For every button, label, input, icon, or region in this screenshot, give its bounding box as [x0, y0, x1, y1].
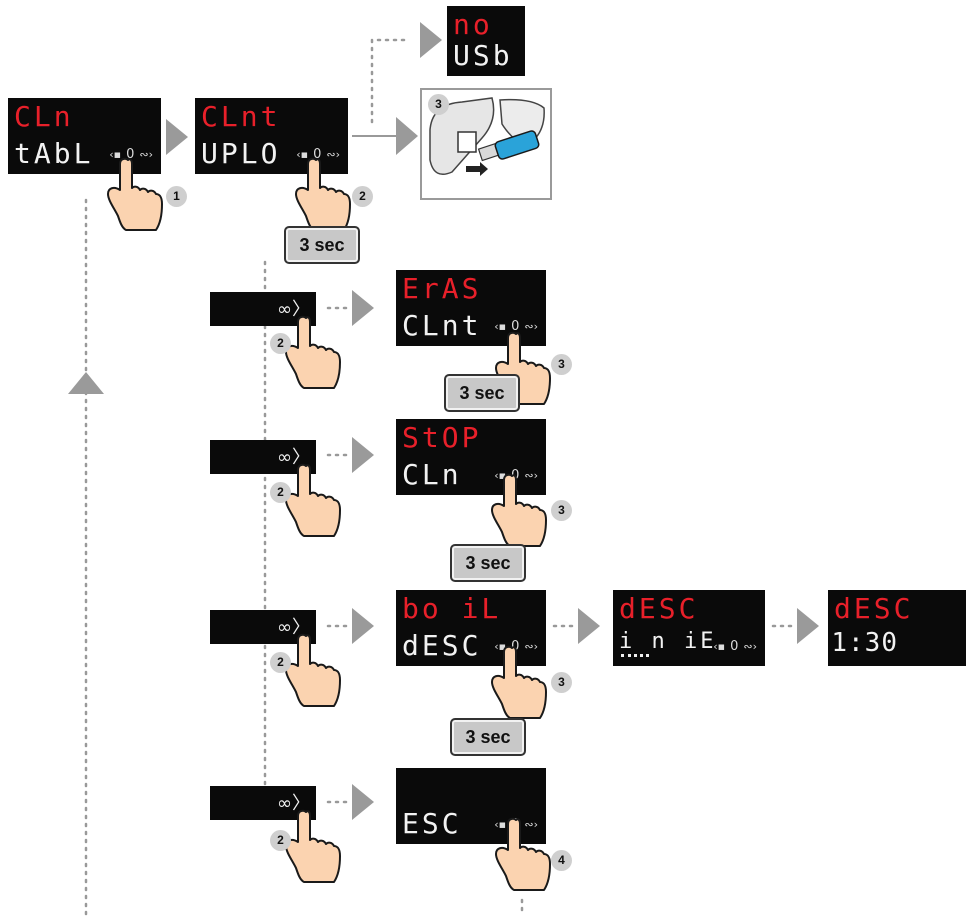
display-bottom-text: ESC — [402, 807, 462, 840]
up-arrow-icon — [68, 372, 104, 394]
zero-button[interactable]: 0 — [511, 639, 520, 654]
display-bottom-text: dESC — [402, 629, 482, 662]
infinity-icon: ∞〉 — [277, 299, 310, 320]
right-control-icon[interactable]: ∾› — [743, 640, 757, 653]
display-desc-time: dESC 1:30 — [828, 590, 966, 666]
display-top-text: CLn — [14, 100, 74, 133]
time-readout: 1:30 — [831, 628, 898, 658]
step-badge: 3 — [551, 500, 572, 521]
pointing-hand-icon — [285, 633, 341, 707]
display-top-text: bo iL — [402, 592, 502, 625]
arrow-icon — [352, 437, 374, 473]
step-badge: 3 — [551, 672, 572, 693]
display-bottom-text: UPLO — [201, 137, 281, 170]
infinity-icon: ∞〉 — [277, 793, 310, 814]
right-control-icon[interactable]: ∾› — [326, 148, 340, 161]
display-top-text: ErAS — [402, 272, 482, 305]
pointing-hand-icon — [285, 315, 341, 389]
display-bottom-text: CLnt — [402, 309, 482, 342]
arrow-icon — [166, 119, 188, 155]
left-control-icon[interactable]: ‹▪ — [494, 469, 507, 482]
step-badge: 2 — [270, 482, 291, 503]
step-badge: 1 — [166, 186, 187, 207]
pointing-hand-icon — [295, 157, 351, 231]
zero-button[interactable]: 0 — [126, 147, 135, 162]
display-boil-desc: bo iL dESC ‹▪ 0 ∾› — [396, 590, 546, 666]
display-controls: ‹▪ 0 ∾› — [109, 147, 153, 162]
hold-3sec-label: 3 sec — [444, 374, 520, 412]
arrow-icon — [578, 608, 600, 644]
display-top-text: dESC — [619, 592, 699, 625]
zero-button[interactable]: 0 — [730, 639, 739, 654]
usb-stick-icon — [429, 97, 545, 176]
display-top-text: no — [453, 8, 493, 41]
pointing-hand-icon — [491, 645, 547, 719]
infinity-icon: ∞〉 — [277, 617, 310, 638]
progress-dots — [621, 654, 649, 660]
display-desc-init: dESC i n iE ‹▪ 0 ∾› — [613, 590, 765, 666]
step-badge: 3 — [551, 354, 572, 375]
arrow-icon — [352, 608, 374, 644]
arrow-icon — [396, 117, 418, 155]
arrow-icon — [352, 290, 374, 326]
right-control-icon[interactable]: ∾› — [524, 320, 538, 333]
display-bottom-text: CLn — [402, 458, 462, 491]
step-badge: 2 — [270, 830, 291, 851]
display-bottom-text: i n iE — [619, 629, 717, 654]
pointing-hand-icon — [107, 157, 163, 231]
display-bottom-text: USb — [453, 39, 513, 72]
right-control-icon[interactable]: ∾› — [139, 148, 153, 161]
infinity-icon: ∞〉 — [277, 447, 310, 468]
right-control-icon[interactable]: ∾› — [524, 818, 538, 831]
zero-button[interactable]: 0 — [313, 147, 322, 162]
pointing-hand-icon — [491, 473, 547, 547]
display-cln-tabl: CLn tAbL ‹▪ 0 ∾› — [8, 98, 161, 174]
left-control-icon[interactable]: ‹▪ — [713, 640, 726, 653]
right-control-icon[interactable]: ∾› — [524, 469, 538, 482]
display-top-text: StOP — [402, 421, 482, 454]
zero-button[interactable]: 0 — [511, 319, 520, 334]
right-control-icon[interactable]: ∾› — [524, 640, 538, 653]
left-control-icon[interactable]: ‹▪ — [494, 818, 507, 831]
display-top-text: CLnt — [201, 100, 281, 133]
display-top-text: dESC — [834, 592, 914, 625]
pointing-hand-icon — [495, 817, 551, 891]
left-control-icon[interactable]: ‹▪ — [494, 640, 507, 653]
hold-3sec-label: 3 sec — [450, 718, 526, 756]
display-controls: ‹▪ 0 ∾› — [494, 319, 538, 334]
left-control-icon[interactable]: ‹▪ — [494, 320, 507, 333]
hold-3sec-label: 3 sec — [284, 226, 360, 264]
step-badge: 4 — [551, 850, 572, 871]
display-stop-cln: StOP CLn ‹▪ 0 ∾› — [396, 419, 546, 495]
display-controls: ‹▪ 0 ∾› — [494, 639, 538, 654]
display-bottom-text: tAbL — [14, 137, 94, 170]
arrow-icon — [352, 784, 374, 820]
display-clnt-uplo: CLnt UPLO ‹▪ 0 ∾› — [195, 98, 348, 174]
step-badge: 2 — [270, 652, 291, 673]
arrow-icon — [420, 22, 442, 58]
display-eras-clnt: ErAS CLnt ‹▪ 0 ∾› — [396, 270, 546, 346]
pointing-hand-icon — [285, 463, 341, 537]
arrow-icon — [797, 608, 819, 644]
usb-illustration: 3 — [420, 88, 552, 200]
display-controls: ‹▪ 0 ∾› — [713, 639, 757, 654]
display-controls: ‹▪ 0 ∾› — [296, 147, 340, 162]
pointing-hand-icon — [285, 809, 341, 883]
hold-3sec-label: 3 sec — [450, 544, 526, 582]
left-control-icon[interactable]: ‹▪ — [109, 148, 122, 161]
step-badge: 2 — [352, 186, 373, 207]
left-control-icon[interactable]: ‹▪ — [296, 148, 309, 161]
display-no-usb: no USb — [447, 6, 525, 76]
step-badge: 2 — [270, 333, 291, 354]
step-badge: 3 — [428, 94, 449, 115]
